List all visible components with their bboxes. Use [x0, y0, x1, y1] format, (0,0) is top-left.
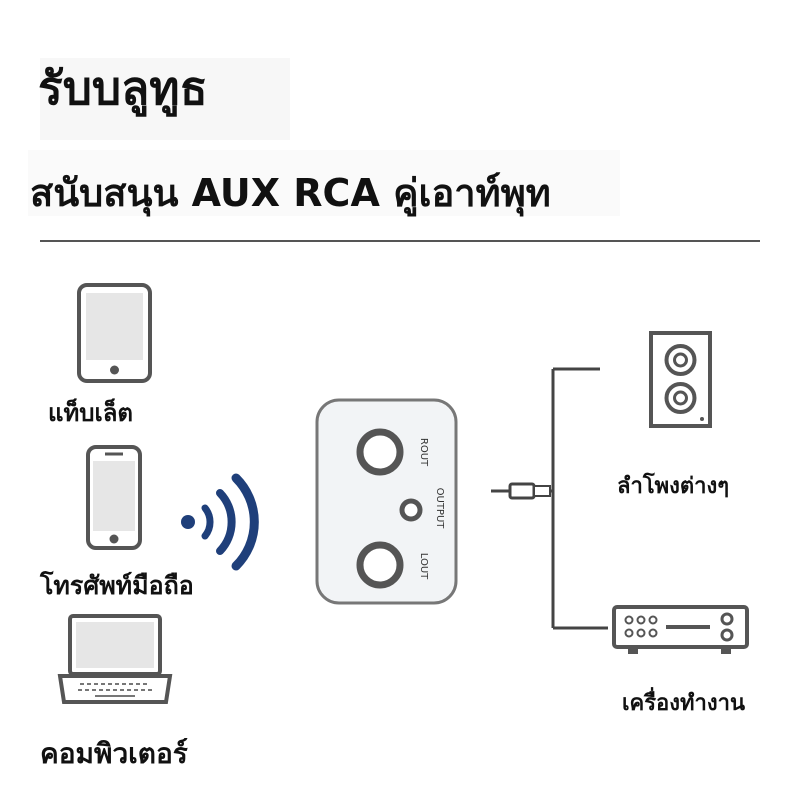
rout-label: ROUT [418, 438, 429, 467]
output-label: OUTPUT [434, 488, 445, 530]
receiver-device-icon: ROUT OUTPUT LOUT [315, 398, 458, 605]
amplifier-icon [612, 605, 749, 654]
speaker-label: ลำโพงต่างๆ [617, 474, 730, 499]
phone-label: โทรศัพท์มือถือ [40, 571, 194, 600]
cable-lines [550, 367, 608, 630]
tablet-label: แท็บเล็ต [48, 399, 134, 427]
bluetooth-waves-icon [181, 473, 259, 571]
laptop-label: คอมพิวเตอร์ [40, 737, 188, 770]
aux-plug-icon [491, 482, 551, 500]
divider [40, 240, 760, 242]
subtitle-background [28, 150, 620, 216]
lout-label: LOUT [418, 553, 429, 580]
page-subtitle: สนับสนุน AUX RCA คู่เอาท์พุท [30, 171, 551, 215]
title-background [40, 58, 290, 140]
speaker-icon [649, 331, 712, 428]
smartphone-icon [86, 445, 142, 550]
tablet-icon [77, 283, 152, 383]
page-title: รับบลูทูธ [38, 61, 208, 115]
laptop-icon [57, 614, 173, 704]
amplifier-label: เครื่องทำงาน [622, 691, 745, 716]
